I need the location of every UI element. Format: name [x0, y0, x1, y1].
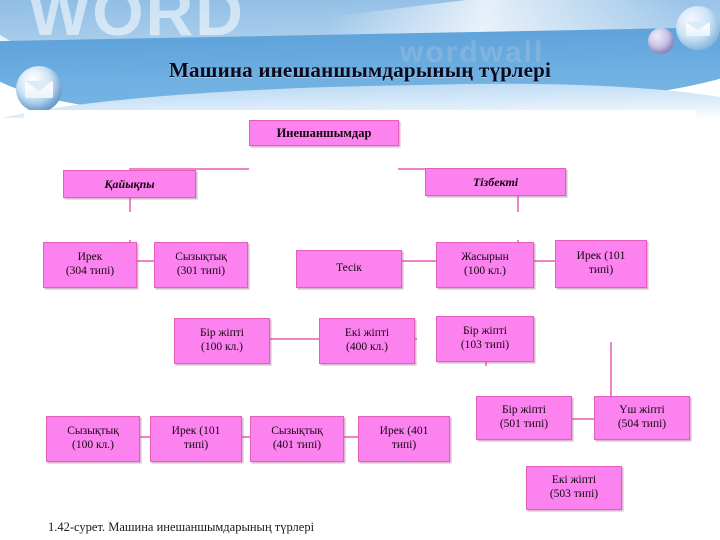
- node-bir-jipti-103-line1: Бір жіпті: [463, 325, 507, 338]
- node-irek-101-a-line1: Ирек (101: [576, 250, 626, 263]
- node-ush-jipti-504-label: Үш жіпті (504 типі): [618, 404, 666, 431]
- node-tesik-label: Тесік: [336, 262, 362, 275]
- watermark-text-lower: wordwall: [400, 36, 545, 69]
- envelope-icon: [25, 81, 53, 98]
- node-syzyktyq-401-line1: Сызықтық: [271, 425, 323, 438]
- node-irek-304-line2: (304 типі): [65, 265, 115, 277]
- decorative-bubble-small-icon: [648, 28, 674, 54]
- node-syzyktyq-100-line2: (100 кл.): [72, 439, 114, 451]
- edge-irek101a-bus: [524, 418, 644, 420]
- node-jasyryn-100[interactable]: Жасырын (100 кл.): [436, 242, 534, 288]
- node-eki-jipti-503[interactable]: Екі жіпті (503 типі): [526, 466, 622, 510]
- node-syzyktyq-301-line1: Сызықтық: [175, 251, 227, 264]
- figure-caption: 1.42-сурет. Машина инешаншымдарының түрл…: [48, 520, 315, 534]
- node-syzyktyq-401[interactable]: Сызықтық (401 типі): [250, 416, 344, 462]
- node-syzyktyq-301-label: Сызықтық (301 типі): [175, 251, 227, 278]
- node-ush-jipti-504-line1: Үш жіпті: [619, 404, 665, 417]
- node-irek-304[interactable]: Ирек (304 типі): [43, 242, 137, 288]
- node-irek-304-line1: Ирек: [77, 251, 103, 264]
- node-irek-401[interactable]: Ирек (401 типі): [358, 416, 450, 462]
- node-jasyryn-100-label: Жасырын (100 кл.): [461, 251, 509, 278]
- node-irek-101-b-label: Ирек (101 типі): [172, 425, 221, 452]
- node-irek-101-a-line2: типі): [588, 264, 614, 276]
- node-eki-jipti-400[interactable]: Екі жіпті (400 кл.): [319, 318, 415, 364]
- content-card: Инешаншымдар Қайықпы Тізбекті Ирек (304 …: [24, 110, 696, 540]
- node-syzyktyq-100-label: Сызықтық (100 кл.): [67, 425, 119, 452]
- node-root-label: Инешаншымдар: [276, 125, 372, 140]
- page-title: Машина инешаншымдарының түрлері: [168, 58, 552, 82]
- slide-header-banner: WORD wordwall: [0, 0, 720, 118]
- node-irek-101-b[interactable]: Ирек (101 типі): [150, 416, 242, 462]
- node-syzyktyq-301-line2: (301 типі): [176, 265, 226, 277]
- node-root[interactable]: Инешаншымдар: [249, 120, 399, 146]
- node-syzyktyq-100-line1: Сызықтық: [67, 425, 119, 438]
- node-syzyktyq-401-line2: (401 типі): [272, 439, 322, 451]
- node-ush-jipti-504[interactable]: Үш жіпті (504 типі): [594, 396, 690, 440]
- node-irek-401-label: Ирек (401 типі): [380, 425, 429, 452]
- node-eki-jipti-400-label: Екі жіпті (400 кл.): [345, 327, 389, 354]
- node-irek-101-a[interactable]: Ирек (101 типі): [555, 240, 647, 288]
- node-irek-304-label: Ирек (304 типі): [66, 251, 114, 278]
- node-eki-jipti-503-line1: Екі жіпті: [551, 474, 597, 487]
- node-eki-jipti-503-line2: (503 типі): [549, 488, 599, 500]
- node-bir-jipti-501-label: Бір жіпті (501 типі): [500, 404, 548, 431]
- node-tizbekti[interactable]: Тізбекті: [425, 168, 566, 196]
- node-jasyryn-100-line2: (100 кл.): [464, 265, 506, 277]
- node-syzyktyq-100[interactable]: Сызықтық (100 кл.): [46, 416, 140, 462]
- node-tizbekti-label: Тізбекті: [472, 174, 519, 189]
- node-bir-jipti-103-line2: (103 типі): [460, 339, 510, 351]
- node-eki-jipti-503-label: Екі жіпті (503 типі): [550, 474, 598, 501]
- node-bir-jipti-100[interactable]: Бір жіпті (100 кл.): [174, 318, 270, 364]
- node-bir-jipti-100-line2: (100 кл.): [200, 341, 243, 353]
- hierarchy-diagram: Инешаншымдар Қайықпы Тізбекті Ирек (304 …: [24, 110, 696, 540]
- node-bir-jipti-501[interactable]: Бір жіпті (501 типі): [476, 396, 572, 440]
- node-kayikty-label: Қайықпы: [104, 176, 155, 191]
- node-irek-101-b-line2: типі): [183, 439, 209, 451]
- node-bir-jipti-103-label: Бір жіпті (103 типі): [461, 325, 509, 352]
- node-irek-101-b-line1: Ирек (101: [171, 425, 221, 438]
- node-irek-101-a-label: Ирек (101 типі): [577, 250, 626, 277]
- node-bir-jipti-100-line1: Бір жіпті: [200, 327, 244, 340]
- edge-irek101a-stem: [610, 342, 612, 420]
- edge-kayikty-bus: [81, 260, 225, 262]
- node-ush-jipti-504-line2: (504 типі): [617, 418, 667, 430]
- decorative-bubble-large-icon: [676, 6, 720, 50]
- node-irek-401-line2: типі): [391, 439, 417, 451]
- node-tesik[interactable]: Тесік: [296, 250, 402, 288]
- node-kayikty[interactable]: Қайықпы: [63, 170, 196, 198]
- edge-root-to-kayikty-h: [129, 168, 249, 170]
- node-bir-jipti-501-line2: (501 типі): [499, 418, 549, 430]
- node-eki-jipti-400-line1: Екі жіпті: [344, 327, 390, 340]
- envelope-glyph-icon: [686, 22, 710, 36]
- node-jasyryn-100-line1: Жасырын: [461, 251, 509, 264]
- node-eki-jipti-400-line2: (400 кл.): [345, 341, 388, 353]
- node-bir-jipti-501-line1: Бір жіпті: [502, 404, 546, 417]
- node-bir-jipti-103[interactable]: Бір жіпті (103 типі): [436, 316, 534, 362]
- node-bir-jipti-100-label: Бір жіпті (100 кл.): [200, 327, 244, 354]
- decorative-bubble-left-icon: [16, 66, 62, 112]
- node-irek-401-line1: Ирек (401: [379, 425, 429, 438]
- node-syzyktyq-401-label: Сызықтық (401 типі): [271, 425, 323, 452]
- node-syzyktyq-301[interactable]: Сызықтық (301 типі): [154, 242, 248, 288]
